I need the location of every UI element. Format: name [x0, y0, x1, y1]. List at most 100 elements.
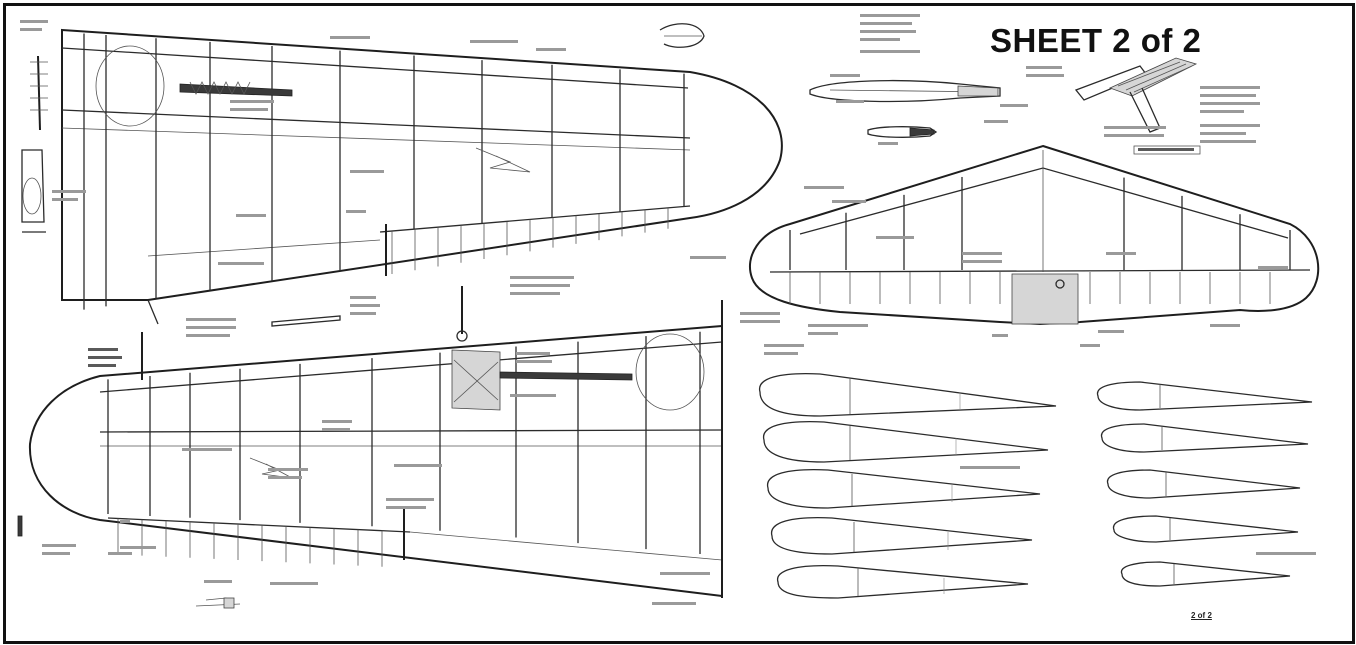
- annotation-text: [52, 190, 86, 193]
- annotation-text: [88, 364, 116, 367]
- annotation-text: [510, 292, 560, 295]
- upper-wing-spring-coil: [189, 81, 251, 95]
- annotation-text: [536, 48, 566, 51]
- wing-rib-w1: [759, 372, 1057, 417]
- annotation-text: [186, 334, 230, 337]
- upper-wing-main-spar: [61, 109, 691, 139]
- tailplane-plan: [749, 144, 1320, 326]
- annotation-text: [878, 142, 898, 145]
- upper-wing-aileron-hinge-line: [379, 205, 691, 233]
- annotation-text: [1200, 132, 1246, 135]
- annotation-text: [120, 546, 156, 549]
- upper-wing-rear-spar: [61, 127, 691, 151]
- lower-wing-ribs: [107, 331, 701, 555]
- fuselage-side-outline: [809, 79, 1001, 103]
- annotation-text: [510, 284, 570, 287]
- annotation-text: [660, 572, 710, 575]
- annotation-text: [268, 468, 308, 471]
- upper-wing-servo-bay: [475, 147, 531, 173]
- annotation-text: [88, 348, 118, 351]
- annotation-text: [652, 602, 696, 605]
- annotation-text: [860, 30, 916, 33]
- annotation-text: [1210, 324, 1240, 327]
- tailplane-elevator-horn: [1055, 279, 1065, 289]
- annotation-text: [346, 210, 366, 213]
- aileron-hinge-detail: [659, 23, 705, 48]
- annotation-text: [230, 108, 268, 111]
- annotation-text: [1104, 126, 1166, 129]
- fuselage-side-profile: [809, 79, 1001, 138]
- annotation-text: [386, 498, 434, 501]
- page-number: 2 of 2: [1191, 611, 1212, 620]
- tail-rib-t2: [1100, 423, 1309, 453]
- annotation-text: [1200, 86, 1260, 89]
- annotation-text: [960, 466, 1020, 469]
- annotation-text: [510, 394, 556, 397]
- upper-wing-flap-line: [147, 239, 381, 257]
- annotation-text: [470, 40, 518, 43]
- annotation-text: [1000, 104, 1028, 107]
- lower-wing-half-plan: [28, 286, 723, 598]
- lower-wing-flap-line: [409, 531, 723, 561]
- sheet-title: SHEET 2 of 2: [990, 22, 1202, 59]
- annotation-text: [1098, 330, 1124, 333]
- lower-wing-wire-pin-head: [456, 330, 468, 342]
- wing-rib-w2: [763, 420, 1049, 463]
- annotation-text: [1104, 134, 1164, 137]
- datum-mark: [17, 515, 23, 537]
- fuselage-cross-section-fill: [909, 127, 935, 137]
- annotation-text: [984, 120, 1008, 123]
- wing-rib-w5: [777, 564, 1029, 599]
- upper-wing-ribs: [83, 33, 685, 310]
- annotation-text: [1200, 94, 1256, 97]
- tailplane-ribs: [789, 176, 1291, 270]
- annotation-text: [510, 276, 574, 279]
- lower-wing-wheel-well: [635, 333, 705, 411]
- annotation-text: [230, 100, 274, 103]
- annotation-text: [108, 552, 132, 555]
- annotation-text: [1138, 148, 1194, 151]
- wing-rib-templates: [759, 372, 1057, 599]
- annotation-text: [20, 28, 42, 31]
- lower-wing-leading-edge-sheet: [99, 341, 723, 393]
- upper-wing-wheel-well: [95, 45, 165, 127]
- annotation-text: [1200, 124, 1260, 127]
- annotation-text: [52, 198, 78, 201]
- lower-wing-aileron-hinge-line: [107, 517, 411, 533]
- annotation-text: [808, 324, 868, 327]
- annotation-text: [804, 186, 844, 189]
- annotation-text: [1200, 102, 1260, 105]
- annotation-text: [740, 312, 780, 315]
- landing-gear-leg-detail: [21, 55, 48, 233]
- annotation-text: [20, 20, 48, 23]
- annotation-text: [740, 320, 780, 323]
- annotation-text: [204, 580, 232, 583]
- annotation-text: [186, 326, 236, 329]
- torque-rod-side-detail: [195, 315, 341, 609]
- annotation-text: [832, 200, 866, 203]
- annotation-text: [386, 506, 426, 509]
- annotation-text: [830, 74, 860, 77]
- lower-wing-retract-bracing: [453, 359, 499, 403]
- annotation-text: [876, 236, 914, 239]
- annotation-text: [860, 50, 920, 53]
- annotation-text: [322, 420, 352, 423]
- annotation-text: [1026, 74, 1064, 77]
- annotation-text: [808, 332, 838, 335]
- annotation-text: [236, 214, 266, 217]
- annotation-text: [88, 356, 122, 359]
- annotation-text: [350, 312, 376, 315]
- annotation-text: [1200, 140, 1256, 143]
- tail-rib-t3: [1106, 469, 1301, 499]
- tailplane-centre-joiner: [1011, 273, 1079, 325]
- tail-rib-t4: [1112, 515, 1299, 543]
- lower-wing-servo-bay: [249, 457, 293, 479]
- tail-rib-t5: [1120, 561, 1291, 587]
- annotation-text: [860, 14, 920, 17]
- annotation-text: [962, 252, 1002, 255]
- tailplane-rib-templates: [1096, 381, 1313, 587]
- lower-wing-outline: [28, 324, 723, 598]
- annotation-text: [120, 520, 130, 523]
